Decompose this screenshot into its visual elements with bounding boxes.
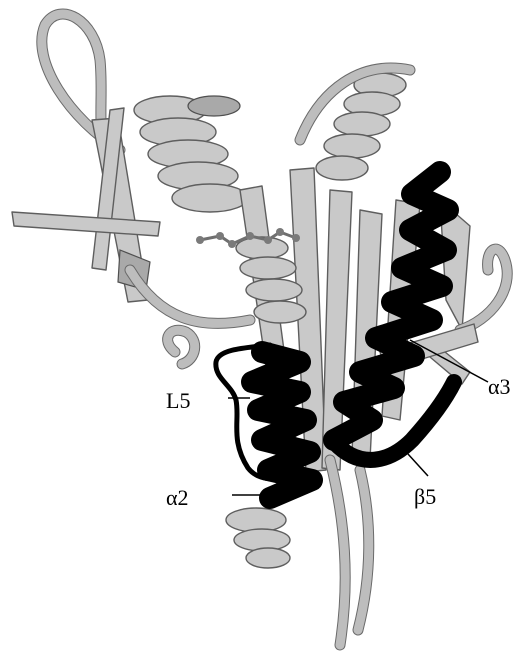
label-beta5: β5: [414, 484, 436, 509]
label-alpha2: α2: [166, 485, 189, 510]
top-helix: [134, 96, 248, 212]
lower-helix: [226, 508, 290, 568]
label-l5: L5: [166, 388, 190, 413]
label-alpha3: α3: [488, 374, 511, 399]
